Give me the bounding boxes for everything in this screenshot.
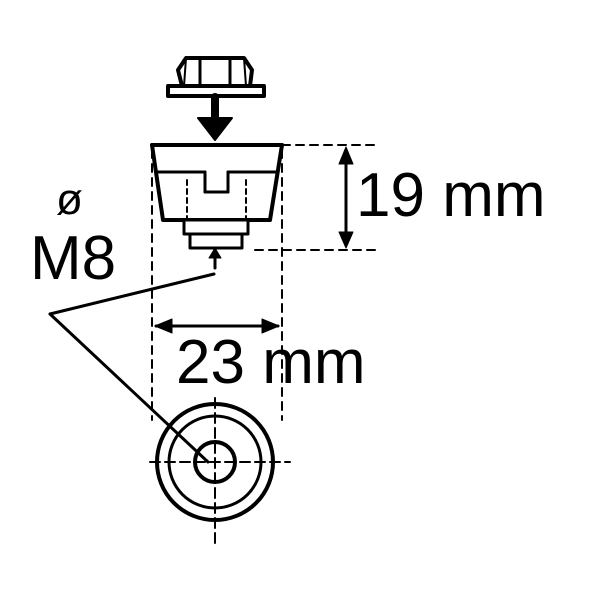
- mount-side-view: [150, 143, 284, 270]
- extension-lines: [151, 144, 381, 421]
- thread-leader-lines: [48, 272, 216, 464]
- height-dimension-label: 19 mm: [356, 161, 546, 230]
- width-dimension-line: [154, 318, 280, 334]
- flange-nut: [166, 56, 266, 98]
- diameter-symbol: ø: [56, 175, 83, 224]
- height-dimension-line: [338, 146, 354, 249]
- mount-top-view: [149, 397, 291, 546]
- down-arrow-icon: [197, 93, 233, 141]
- width-dimension-label: 23 mm: [176, 328, 366, 397]
- thread-label: M8: [30, 224, 117, 293]
